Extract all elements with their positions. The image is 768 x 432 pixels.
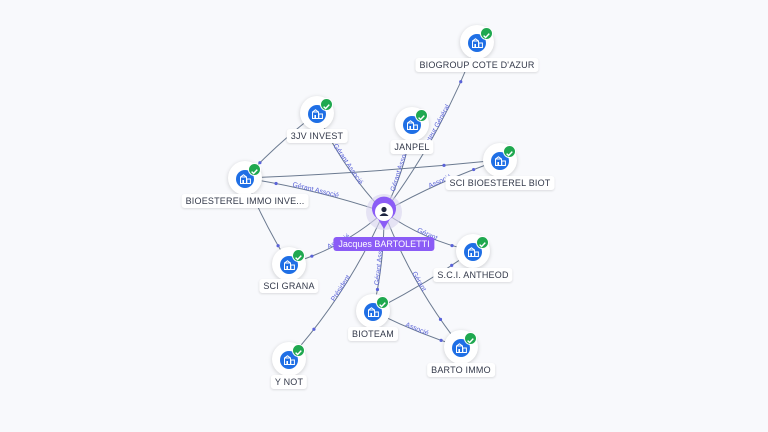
edge-arrow xyxy=(312,327,316,331)
verified-check-icon xyxy=(376,296,389,309)
company-node-antheod[interactable] xyxy=(456,234,490,268)
edge-arrow xyxy=(450,263,454,267)
verified-check-icon xyxy=(464,332,477,345)
company-node-scibiot[interactable] xyxy=(483,143,517,177)
company-label-grana[interactable]: SCI GRANA xyxy=(259,279,319,293)
company-label-bartoimmo[interactable]: BARTO IMMO xyxy=(427,363,495,377)
verified-check-icon xyxy=(292,249,305,262)
edge-arrow xyxy=(310,254,314,258)
verified-check-icon xyxy=(320,98,333,111)
company-label-bioteam[interactable]: BIOTEAM xyxy=(348,327,398,341)
edge-bioesterel-scibiot xyxy=(244,159,501,179)
center-person-label[interactable]: Jacques BARTOLETTI xyxy=(333,237,435,251)
edge-arrow xyxy=(439,338,443,342)
edge-role-label: Gérant Associé xyxy=(331,143,363,186)
edge-arrow xyxy=(276,244,280,248)
company-node-bartoimmo[interactable] xyxy=(444,330,478,364)
verified-check-icon xyxy=(292,344,305,357)
edge-arrow xyxy=(472,167,476,172)
company-label-ynot[interactable]: Y NOT xyxy=(270,375,308,389)
edge-role-label: Associé xyxy=(404,322,429,338)
edge-arrow xyxy=(450,243,454,248)
company-node-ynot[interactable] xyxy=(272,342,306,376)
verified-check-icon xyxy=(476,236,489,249)
company-node-3jv[interactable] xyxy=(300,96,334,130)
company-label-janpel[interactable]: JANPEL xyxy=(390,140,434,154)
edge-arrow xyxy=(459,80,463,84)
company-node-biogroup[interactable] xyxy=(460,25,494,59)
person-icon xyxy=(366,194,402,230)
company-label-biogroup[interactable]: BIOGROUP COTE D'AZUR xyxy=(415,58,539,72)
company-label-scibiot[interactable]: SCI BIOESTEREL BIOT xyxy=(445,176,555,190)
company-label-bioesterel[interactable]: BIOESTEREL IMMO INVE... xyxy=(181,194,309,208)
edge-arrow xyxy=(274,181,278,186)
company-node-grana[interactable] xyxy=(272,247,306,281)
edge-arrow xyxy=(375,287,380,292)
verified-check-icon xyxy=(480,27,493,40)
verified-check-icon xyxy=(503,145,516,158)
edge-role-label: Président xyxy=(330,274,352,303)
edge-arrow xyxy=(438,317,443,321)
company-node-bioesterel[interactable] xyxy=(228,161,262,195)
center-person-pin[interactable] xyxy=(366,193,402,237)
edge-arrow xyxy=(442,163,446,167)
edge-center-ynot xyxy=(288,211,385,360)
verified-check-icon xyxy=(415,109,428,122)
company-label-3jv[interactable]: 3JV INVEST xyxy=(286,129,348,143)
company-node-janpel[interactable] xyxy=(395,107,429,141)
company-label-antheod[interactable]: S.C.I. ANTHEOD xyxy=(433,268,513,282)
verified-check-icon xyxy=(248,163,261,176)
company-node-bioteam[interactable] xyxy=(356,294,390,328)
edge-arrow xyxy=(258,161,262,165)
